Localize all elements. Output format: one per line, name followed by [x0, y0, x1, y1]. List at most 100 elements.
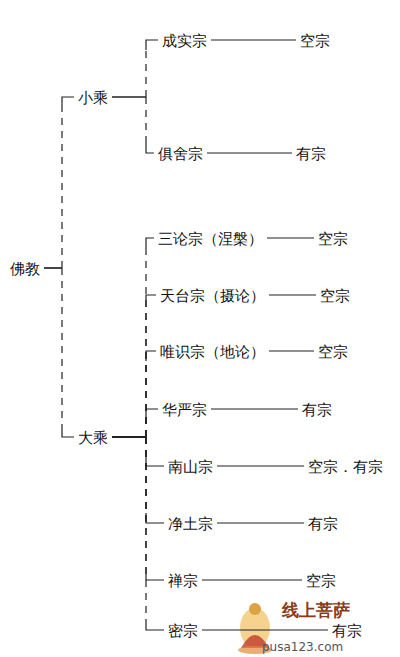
term-text: 空宗: [300, 32, 330, 50]
term-text: 空宗．有宗: [308, 458, 383, 476]
connector-segment: [146, 570, 164, 580]
term-text: 空宗: [318, 230, 348, 248]
connector-segment: [112, 436, 146, 437]
term-text: 有宗: [308, 515, 338, 533]
school-term: 空宗: [304, 571, 338, 590]
watermark-url: pusa123.com: [262, 640, 343, 654]
school-term: 禅宗: [166, 571, 200, 590]
connector-segment: [112, 96, 146, 97]
term-text: 禅宗: [168, 572, 198, 590]
connector-segment: [146, 409, 158, 419]
branch-term: 小乘: [76, 88, 110, 107]
connector-segment: [146, 351, 156, 361]
connector: [44, 268, 74, 437]
connector-segment: [112, 96, 146, 97]
school-term: 唯识宗（地论）: [158, 342, 267, 361]
school-term: 三论宗（涅槃）: [156, 229, 265, 248]
watermark-text: 线上菩萨: [282, 601, 350, 620]
term-text: 俱舍宗: [158, 145, 203, 163]
connector: [211, 40, 296, 41]
connector-segment: [146, 295, 156, 305]
term-text: 佛教: [10, 260, 40, 278]
connector-segment: [112, 436, 146, 437]
connector: [112, 97, 154, 153]
connector-segment: [267, 237, 314, 238]
connector-segment: [112, 436, 146, 437]
connector-segment: [146, 456, 164, 466]
connector: [217, 523, 304, 524]
school-term: 南山宗: [166, 457, 215, 476]
connector: [269, 351, 314, 352]
term-text: 有宗: [302, 401, 332, 419]
connector-segment: [217, 522, 304, 523]
school-term: 空宗．有宗: [306, 457, 385, 476]
connector: [112, 295, 156, 437]
connector-segment: [61, 268, 62, 427]
school-term: 空宗: [316, 229, 350, 248]
connector-segment: [146, 238, 154, 248]
connector: [112, 437, 164, 580]
connector: [112, 40, 158, 97]
connector: [112, 437, 164, 630]
connector-segment: [145, 437, 146, 513]
school-term: 俱舍宗: [156, 144, 205, 163]
term-text: 密宗: [168, 622, 198, 640]
connector-segment: [145, 97, 146, 143]
connector-segment: [146, 143, 154, 153]
connector-segment: [217, 465, 304, 466]
connector: [202, 630, 328, 631]
connector-segment: [112, 436, 146, 437]
term-text: 有宗: [296, 145, 326, 163]
connector-segment: [211, 408, 298, 409]
connector: [211, 409, 298, 410]
connector: [112, 437, 164, 523]
term-text: 唯识宗（地论）: [160, 343, 265, 361]
connector-segment: [112, 436, 146, 437]
school-term: 净土宗: [166, 514, 215, 533]
connector-segment: [62, 427, 74, 437]
connector-segment: [112, 436, 146, 437]
connector-segment: [269, 350, 314, 351]
connector-segment: [207, 152, 292, 153]
connector-segment: [146, 513, 164, 523]
connector: [202, 580, 302, 581]
connector-segment: [269, 294, 316, 295]
school-term: 有宗: [306, 514, 340, 533]
school-term: 天台宗（摄论）: [158, 286, 267, 305]
connector: [44, 97, 74, 268]
connector: [267, 238, 314, 239]
term-text: 三论宗（涅槃）: [158, 230, 263, 248]
school-term: 有宗: [300, 400, 334, 419]
school-term: 成实宗: [160, 31, 209, 50]
connector: [112, 238, 154, 437]
connector: [112, 409, 158, 437]
connector: [269, 295, 316, 296]
connector-segment: [145, 361, 146, 437]
branch-term: 大乘: [76, 428, 110, 447]
root-term: 佛教: [8, 259, 42, 278]
connector-segment: [112, 436, 146, 437]
connector-segment: [145, 50, 146, 97]
connector-segment: [211, 39, 296, 40]
term-text: 华严宗: [162, 401, 207, 419]
term-text: 大乘: [78, 429, 108, 447]
school-term: 有宗: [330, 621, 364, 640]
term-text: 南山宗: [168, 458, 213, 476]
term-text: 空宗: [318, 343, 348, 361]
connector-segment: [145, 437, 146, 620]
term-text: 成实宗: [162, 32, 207, 50]
term-text: 空宗: [306, 572, 336, 590]
term-text: 天台宗（摄论）: [160, 287, 265, 305]
connector-segment: [44, 267, 62, 268]
school-term: 有宗: [294, 144, 328, 163]
term-text: 净土宗: [168, 515, 213, 533]
connector: [217, 466, 304, 467]
school-term: 华严宗: [160, 400, 209, 419]
school-term: 空宗: [318, 286, 352, 305]
connector-segment: [202, 629, 328, 630]
school-term: 空宗: [298, 31, 332, 50]
term-text: 小乘: [78, 89, 108, 107]
